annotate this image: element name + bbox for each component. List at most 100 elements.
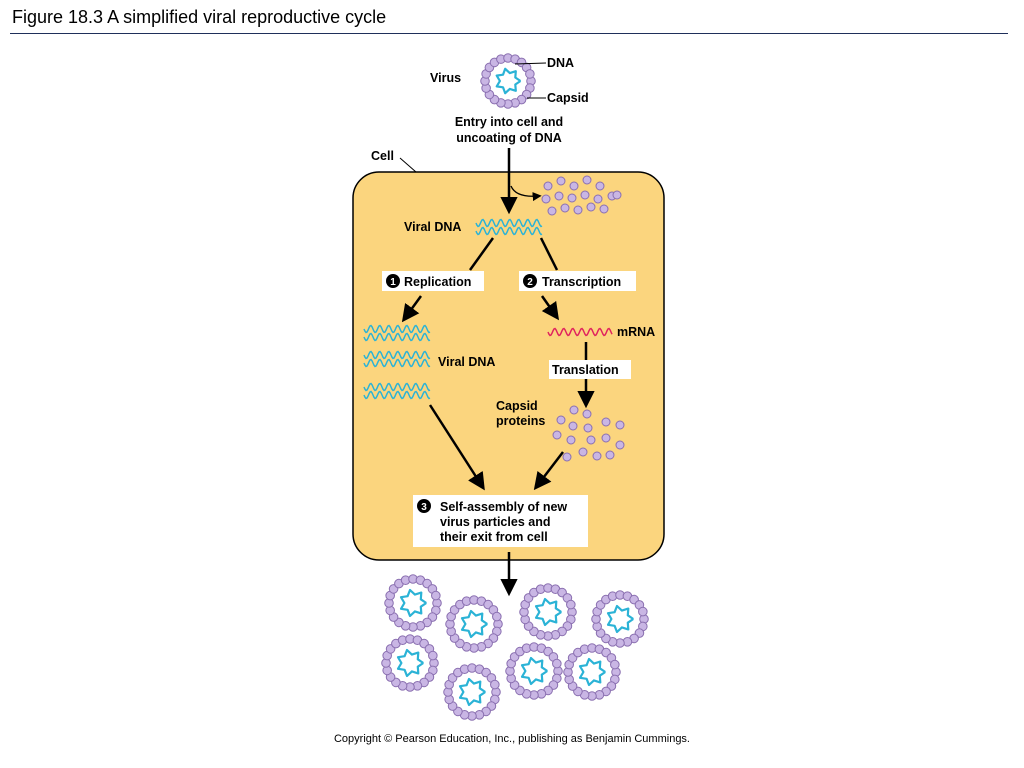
capsomere [569,405,579,415]
step2-number: 2 [527,277,533,288]
transcription-arrow-lower [540,295,560,321]
viral-genome [458,677,486,707]
uncoating-arrow [510,185,542,202]
transcription-label-box [519,271,636,291]
capsomere [580,190,590,200]
viral-genome [578,657,606,687]
capsomere [573,205,583,215]
slide-title: Figure 18.3 A simplified viral reproduct… [12,7,387,27]
capsomere [431,590,441,601]
capsomere [567,193,577,203]
mrna-wave [547,327,613,337]
virus-particle [445,595,503,653]
replication-label-box [382,271,484,291]
capsomere [599,204,609,214]
dna-strand [475,218,543,228]
dna-strand [363,324,431,334]
capsomere [592,451,602,461]
dna-strand [363,390,431,400]
mrna-strand [547,327,613,337]
virus-particle [384,574,442,632]
dna-strand [363,350,431,360]
cell-label: Cell [371,149,394,163]
capsid-proteins-label-line1: Capsid [496,399,538,413]
viral-dna-top-label: Viral DNA [404,220,461,234]
virus-particle [381,634,439,692]
virus-particle [443,663,501,721]
viral-genome [606,604,634,634]
replication-label: Replication [404,275,471,289]
viral-genome [534,597,562,627]
top-virus [480,53,536,109]
capsomere [552,658,562,669]
capsomere [490,679,500,690]
capsomere [610,659,620,670]
capsomere [601,433,611,443]
viral-dna-mid-label: Viral DNA [438,355,495,369]
capsomere [615,440,625,450]
capsomere [492,611,502,622]
capsomere [428,650,438,661]
viral-genome [460,609,488,639]
capsomere [582,409,592,419]
capsomere [568,421,578,431]
step1-number: 1 [390,277,396,288]
virus-label: Virus [430,71,461,85]
capsomere [578,447,588,457]
capsid-label: Capsid [547,91,589,105]
capsomere [560,203,570,213]
capsomere [541,194,551,204]
virus-particle [480,53,536,109]
viral-genome [495,67,522,95]
capsomere [612,190,622,200]
capsomere [554,191,564,201]
assembly-label-line1: Self-assembly of new [440,500,567,514]
replication-arrow-upper [468,237,495,271]
mrna-label: mRNA [617,325,655,339]
entry-label-line2: uncoating of DNA [456,131,562,145]
viral-genome [399,588,427,618]
assembly-label-line2: virus particles and [440,515,550,529]
dna-strand [475,226,543,236]
translation-label-box [549,360,631,379]
title-rule [10,33,1008,34]
capsomere [562,452,572,462]
replicated-viral-dna [363,324,431,400]
capsomere [582,175,592,185]
step3-badge [417,499,431,513]
capsomere [586,202,596,212]
virus-particle [563,643,621,701]
entry-label-line1: Entry into cell and [455,115,563,129]
dna-label: DNA [547,56,574,70]
capsomere [595,181,605,191]
capsomere [593,194,603,204]
virus-particle [519,583,577,641]
step3-number: 3 [421,502,427,513]
capsomere [601,417,611,427]
capsomere [586,435,596,445]
viral-dna-top-strand [475,218,543,236]
transcription-label: Transcription [542,275,621,289]
virus-particle [591,590,649,648]
viral-genome [520,656,548,686]
capsomere [525,69,535,79]
dna-to-assembly-arrow [428,404,485,491]
cell-label-leader [399,157,417,173]
dna-leader [514,62,547,65]
capsid-proteins-label-line2: proteins [496,414,545,428]
capsomere [566,435,576,445]
capsomere [556,176,566,186]
capsomere [552,430,562,440]
capsomere [556,415,566,425]
dna-strand [363,358,431,368]
proteins-to-assembly-arrow [533,451,564,491]
dna-strand [363,382,431,392]
capsomere [566,599,576,610]
replication-arrow-lower [401,295,423,323]
translation-label: Translation [552,363,619,377]
capsomere [569,181,579,191]
dna-strand [363,332,431,342]
assembly-label-line3: their exit from cell [440,530,548,544]
capsomere [543,181,553,191]
